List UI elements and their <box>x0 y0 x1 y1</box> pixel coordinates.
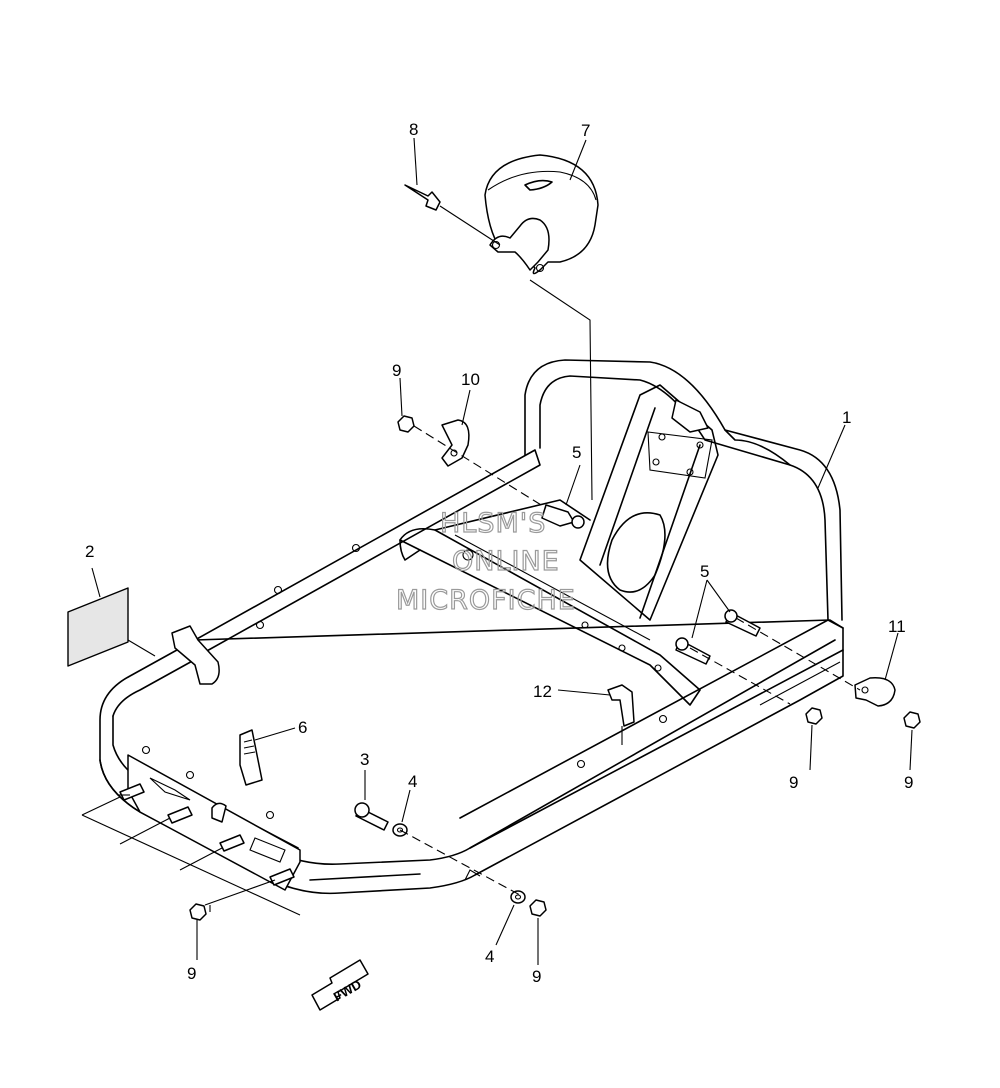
nut-part-9-bottom <box>529 899 547 917</box>
bracket-part-12 <box>607 684 635 745</box>
callout-10: 10 <box>461 370 480 389</box>
callout-labels: 1 2 3 4 4 5 5 6 7 8 9 9 9 9 9 10 11 12 <box>85 120 913 986</box>
callout-6: 6 <box>298 718 307 737</box>
fwd-arrow-icon: FWD <box>311 959 369 1011</box>
callout-8: 8 <box>409 120 418 139</box>
callout-11: 11 <box>888 617 906 636</box>
callout-1: 1 <box>842 408 851 427</box>
frame-assembly <box>99 359 844 895</box>
front-studs <box>119 783 295 886</box>
callout-12: 12 <box>533 682 552 701</box>
callout-leaders <box>91 137 913 965</box>
callout-7: 7 <box>581 121 590 140</box>
watermark-line-3: MICROFICHE <box>396 585 576 616</box>
watermark-line-2: ONLINE <box>452 546 560 577</box>
callout-9-bottom: 9 <box>532 967 541 986</box>
alignment-lines <box>81 425 861 916</box>
callout-4-lower: 4 <box>485 947 494 966</box>
callout-2: 2 <box>85 542 94 561</box>
nut-part-9-right-a <box>805 707 823 725</box>
callout-9-top: 9 <box>392 361 401 380</box>
label-part-2 <box>67 587 156 667</box>
clamp-part-11 <box>854 677 896 707</box>
callout-9-right-a: 9 <box>789 773 798 792</box>
seat-cushion <box>484 154 599 275</box>
bolt-part-3 <box>354 802 389 831</box>
bolt-part-5-right-a <box>724 609 761 637</box>
cable-tie-part-6 <box>239 729 263 786</box>
watermark: HLSM'S ONLINE MICROFICHE <box>395 507 576 616</box>
watermark-line-1: HLSM'S <box>440 508 546 539</box>
callout-3: 3 <box>360 750 369 769</box>
callout-5-upper: 5 <box>572 443 581 462</box>
clamp-part-10 <box>441 419 470 467</box>
nut-part-9-front <box>189 903 207 921</box>
nut-part-9-right-b <box>903 711 921 729</box>
callout-5-right: 5 <box>700 562 709 581</box>
nut-part-9-top <box>397 415 415 433</box>
callout-9-right-b: 9 <box>904 773 913 792</box>
washer-part-4-b <box>510 890 526 904</box>
rivet-part-8 <box>404 184 501 246</box>
leader-7-to-frame <box>529 279 593 501</box>
bolt-part-5-upper <box>541 504 585 529</box>
bolt-part-5-right-b <box>675 637 711 665</box>
callout-4-upper: 4 <box>408 772 417 791</box>
callout-9-front: 9 <box>187 964 196 983</box>
